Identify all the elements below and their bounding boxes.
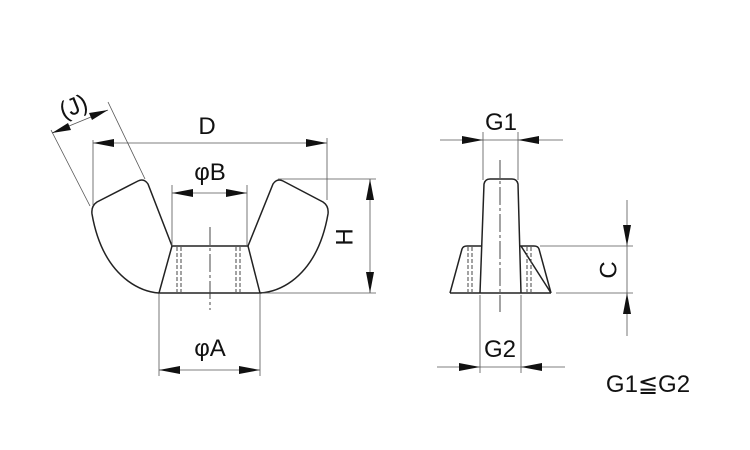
dimension-b: φB	[171, 159, 248, 246]
right-wing	[247, 179, 329, 294]
dimension-g2: G2	[437, 295, 565, 373]
nut-body	[158, 245, 261, 294]
side-view: G1 C G2 G1≦G2	[437, 109, 690, 398]
dimension-c: C	[540, 200, 633, 336]
label-c: C	[595, 261, 622, 278]
label-g1: G1	[485, 109, 517, 136]
base	[449, 245, 552, 294]
dimension-h: H	[262, 178, 376, 294]
dimension-a: φA	[158, 293, 261, 376]
dimension-g1: G1	[440, 109, 563, 180]
side-thread-hidden-lines	[467, 247, 532, 292]
left-wing	[91, 179, 173, 294]
dimension-d: D	[92, 113, 328, 205]
stem	[479, 178, 522, 294]
dimension-j: (J)	[50, 89, 146, 207]
thread-hidden-lines	[176, 247, 241, 292]
note-g1-le-g2: G1≦G2	[606, 371, 690, 398]
label-g2: G2	[484, 336, 516, 363]
label-b: φB	[194, 159, 226, 186]
label-a: φA	[194, 335, 226, 362]
label-d: D	[198, 113, 215, 140]
label-h: H	[331, 228, 358, 245]
front-view: (J) D φB H	[50, 89, 376, 376]
